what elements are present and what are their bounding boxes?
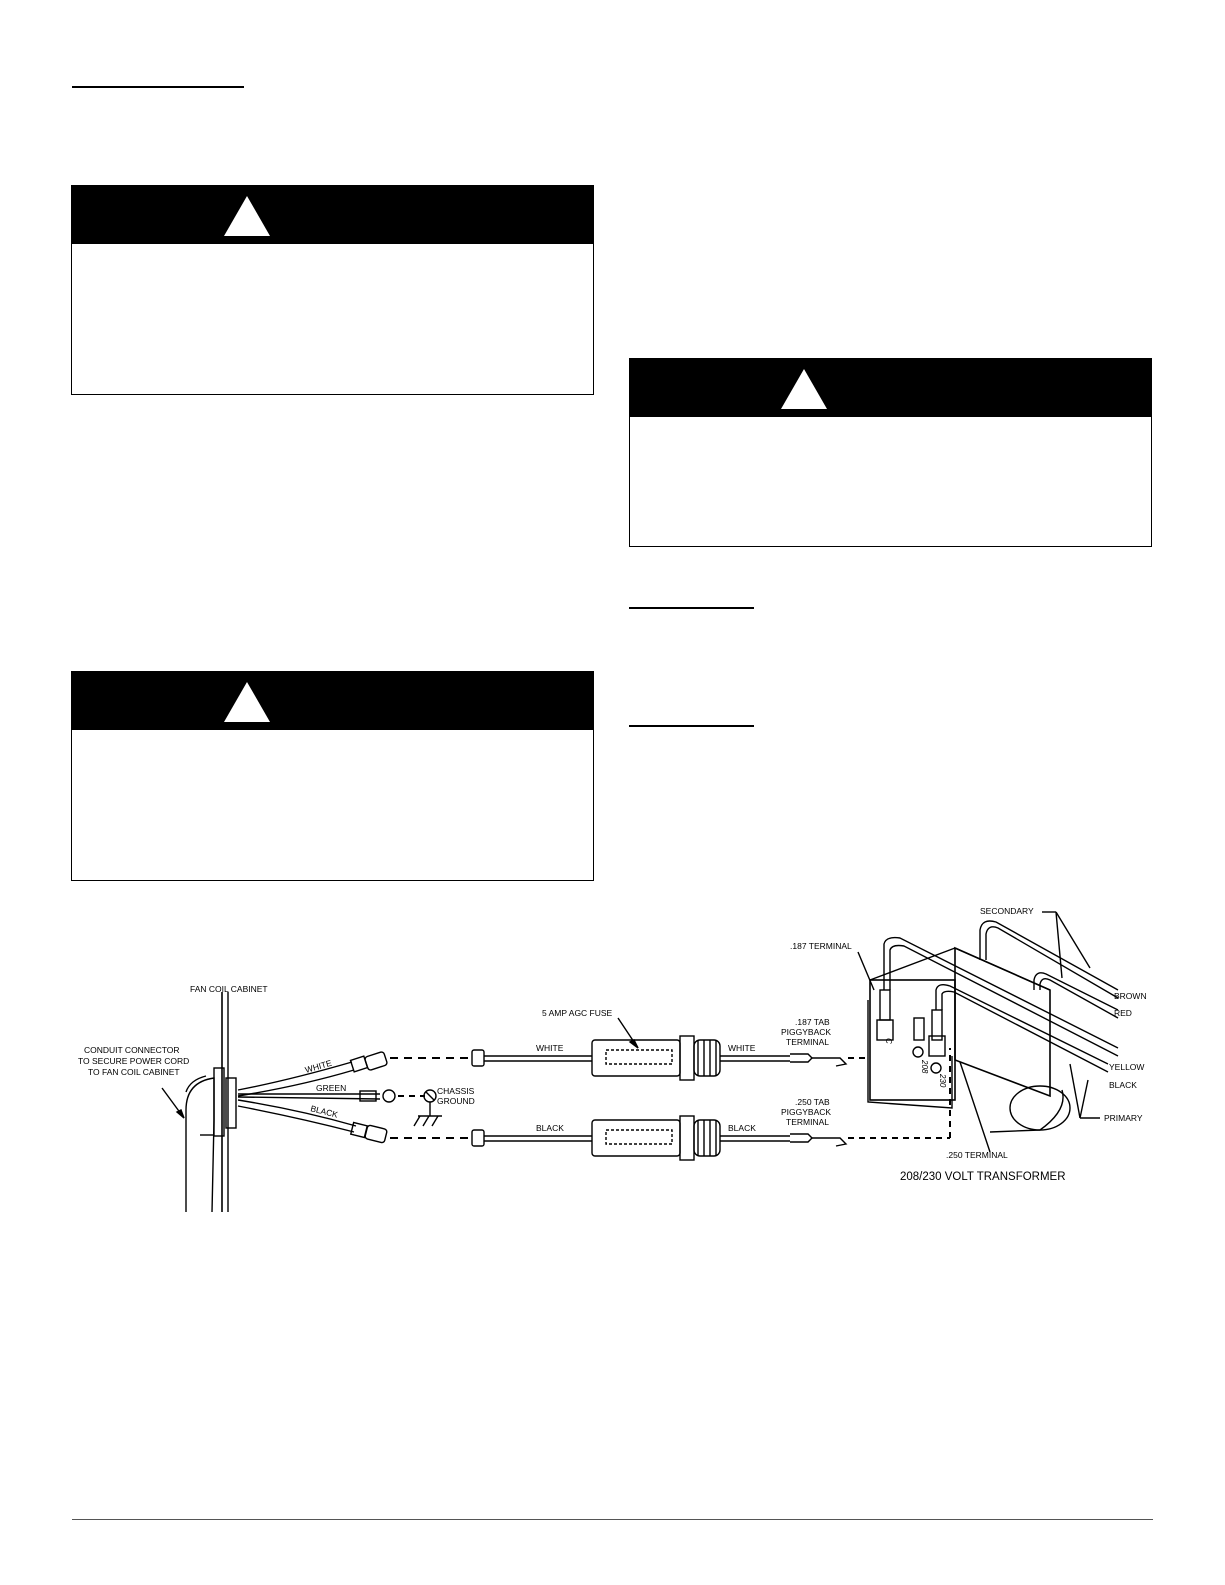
label-black-primary: BLACK [1109,1080,1137,1090]
warning-triangle-icon [224,682,270,722]
label-yellow: YELLOW [1109,1062,1144,1072]
warning-box-2 [629,358,1152,547]
label-white-lead-left: WHITE [536,1043,564,1053]
label-ground: GROUND [437,1096,475,1106]
label-black-lead-right: BLACK [728,1123,756,1133]
footer-rule [72,1519,1153,1520]
label-primary: PRIMARY [1104,1113,1143,1123]
label-187-terminal-tab: TERMINAL [786,1037,829,1047]
label-transformer: 208/230 VOLT TRANSFORMER [900,1171,1066,1183]
label-tap-c: C [884,1038,893,1044]
warning-box-3 [71,671,594,881]
label-fan-coil-cabinet: FAN COIL CABINET [190,984,268,994]
heading-rule-right-2 [629,725,754,727]
label-green-wire: GREEN [316,1083,346,1093]
label-187-piggyback: PIGGYBACK [781,1027,831,1037]
label-187-terminal: .187 TERMINAL [790,941,852,951]
label-conduit-line-2: TO SECURE POWER CORD [78,1056,189,1066]
label-conduit-line-1: CONDUIT CONNECTOR [84,1045,180,1055]
warning-header-bar [72,672,593,730]
warning-triangle-icon [781,369,827,409]
warning-box-1 [71,185,594,395]
label-250-piggyback: PIGGYBACK [781,1107,831,1117]
heading-rule-top-left [72,86,244,88]
label-conduit-line-3: TO FAN COIL CABINET [88,1067,180,1077]
warning-triangle-icon [224,196,270,236]
warning-header-bar [72,186,593,244]
warning-header-bar [630,359,1151,417]
label-fuse: 5 AMP AGC FUSE [542,1008,613,1018]
label-187-tab: .187 TAB [795,1017,830,1027]
label-brown: BROWN [1114,991,1147,1001]
label-white-lead-right: WHITE [728,1043,756,1053]
label-white-wire: WHITE [304,1058,333,1075]
label-black-lead-left: BLACK [536,1123,564,1133]
label-red: RED [1114,1008,1132,1018]
label-250-terminal-tab: TERMINAL [786,1117,829,1127]
label-secondary: SECONDARY [980,906,1034,916]
heading-rule-right-1 [629,607,754,609]
transformer-wiring-diagram: SECONDARY .187 TERMINAL BROWN RED YELLOW… [78,906,1147,1213]
label-tap-208: 208 [920,1059,929,1074]
label-250-terminal: .250 TERMINAL [946,1150,1008,1160]
label-tap-230: 230 [938,1073,947,1088]
label-chassis: CHASSIS [437,1086,475,1096]
label-250-tab: .250 TAB [795,1097,830,1107]
